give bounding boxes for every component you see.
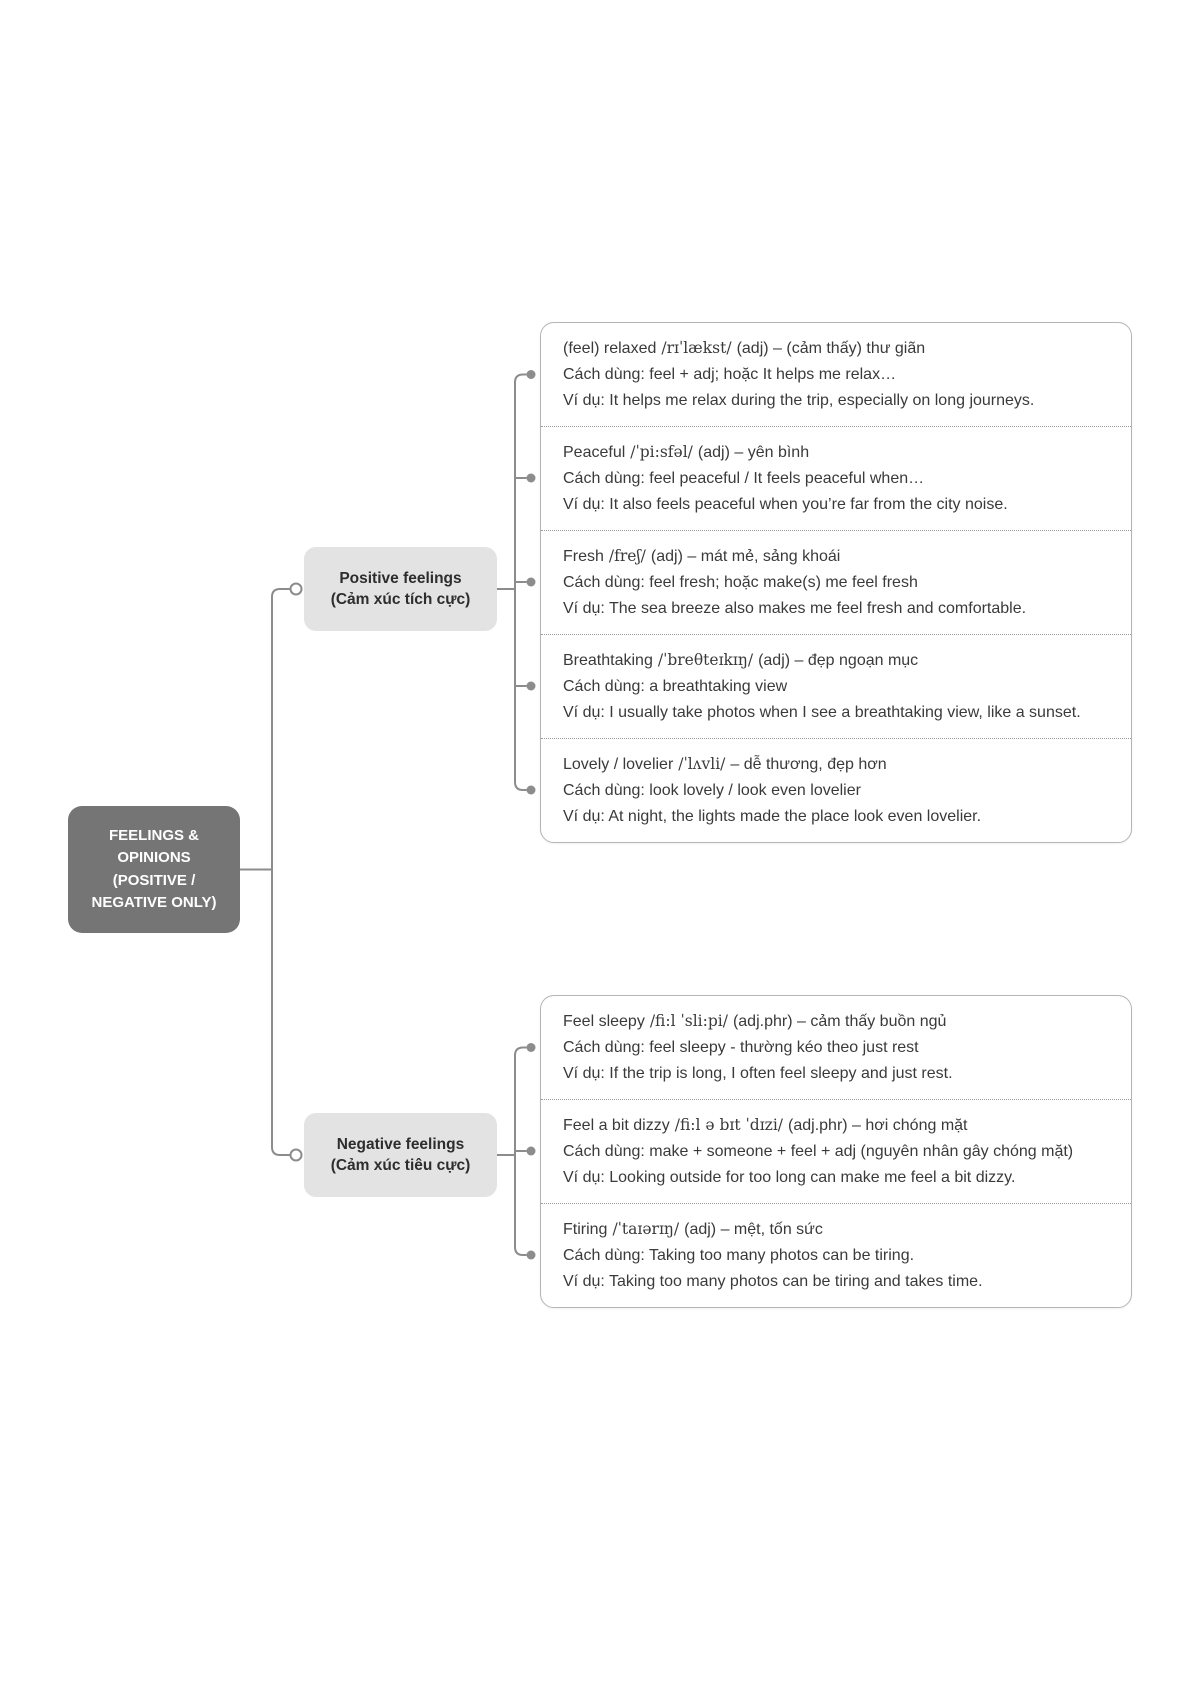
entry-phonetic: /ˈpi:sfəl/ bbox=[630, 443, 693, 461]
entry-meaning: (adj) – mát mẻ, sảng khoái bbox=[650, 548, 841, 565]
entry-meaning: (adj) – yên bình bbox=[697, 444, 810, 461]
entry-term-line: (feel) relaxed/rɪˈlækst/(adj) – (cảm thấ… bbox=[563, 335, 1115, 362]
branch-node-label: Positive feelings (Cảm xúc tích cực) bbox=[330, 569, 471, 609]
entry-term: Ftiring bbox=[563, 1221, 608, 1238]
branch-node-negative-feelings[interactable]: Negative feelings (Cảm xúc tiêu cực) bbox=[304, 1113, 497, 1197]
entry-example-line: Ví dụ: Taking too many photos can be tir… bbox=[563, 1273, 983, 1290]
root-node-label: FEELINGS & OPINIONS (POSITIVE / NEGATIVE… bbox=[91, 826, 217, 912]
entry-usage-line: Cách dùng: make + someone + feel + adj (… bbox=[563, 1143, 1074, 1160]
entry-meaning: (adj) – mệt, tốn sức bbox=[684, 1221, 823, 1238]
entry-meaning: – dễ thương, đẹp hơn bbox=[730, 756, 887, 773]
entry-term-line: Feel a bit dizzy/fi:l ə bɪt ˈdɪzi/(adj.p… bbox=[563, 1112, 1115, 1139]
entry-phonetic: /ˈlʌvli/ bbox=[678, 755, 726, 773]
entry-phonetic: /ˈbreθteɪkɪŋ/ bbox=[657, 651, 754, 669]
entry-example-line: Ví dụ: Looking outside for too long can … bbox=[563, 1169, 1016, 1186]
entry-phonetic: /fi:l ə bɪt ˈdɪzi/ bbox=[674, 1116, 784, 1134]
entry-meaning: (adj.phr) – cảm thấy buồn ngủ bbox=[732, 1013, 947, 1030]
entry-phonetic: /freʃ/ bbox=[608, 547, 646, 565]
root-node-feelings-opinions[interactable]: FEELINGS & OPINIONS (POSITIVE / NEGATIVE… bbox=[68, 806, 240, 933]
entry-example-line: Ví dụ: It helps me relax during the trip… bbox=[563, 392, 1035, 409]
entry-usage-line: Cách dùng: feel sleepy - thường kéo theo… bbox=[563, 1039, 919, 1056]
branch-node-label: Negative feelings (Cảm xúc tiêu cực) bbox=[330, 1135, 471, 1175]
entry-term: Feel a bit dizzy bbox=[563, 1117, 670, 1134]
entry-usage-line: Cách dùng: a breathtaking view bbox=[563, 678, 788, 695]
entry-usage-line: Cách dùng: feel fresh; hoặc make(s) me f… bbox=[563, 574, 918, 591]
vocab-panel-positive: (feel) relaxed/rɪˈlækst/(adj) – (cảm thấ… bbox=[540, 322, 1132, 843]
entry-term: Feel sleepy bbox=[563, 1013, 645, 1030]
entry-term-line: Ftiring/ˈtaɪərɪŋ/(adj) – mệt, tốn sức bbox=[563, 1216, 1115, 1243]
entry-meaning: (adj.phr) – hơi chóng mặt bbox=[788, 1117, 968, 1134]
branch-node-positive-feelings[interactable]: Positive feelings (Cảm xúc tích cực) bbox=[304, 547, 497, 631]
vocab-entry: (feel) relaxed/rɪˈlækst/(adj) – (cảm thấ… bbox=[541, 323, 1131, 426]
entry-usage-line: Cách dùng: look lovely / look even lovel… bbox=[563, 782, 861, 799]
entry-phonetic: /rɪˈlækst/ bbox=[661, 339, 732, 357]
entry-meaning: (adj) – đẹp ngoạn mục bbox=[758, 652, 919, 669]
entry-example-line: Ví dụ: At night, the lights made the pla… bbox=[563, 808, 982, 825]
entry-example-line: Ví dụ: The sea breeze also makes me feel… bbox=[563, 600, 1027, 617]
entry-meaning: (adj) – (cảm thấy) thư giãn bbox=[736, 340, 926, 357]
entry-term-line: Lovely / lovelier/ˈlʌvli/– dễ thương, đẹ… bbox=[563, 751, 1115, 778]
entry-term: (feel) relaxed bbox=[563, 340, 657, 357]
entry-term-line: Fresh/freʃ/(adj) – mát mẻ, sảng khoái bbox=[563, 543, 1115, 570]
entry-usage-line: Cách dùng: Taking too many photos can be… bbox=[563, 1247, 915, 1264]
entry-phonetic: /ˈtaɪərɪŋ/ bbox=[612, 1220, 680, 1238]
entry-example-line: Ví dụ: It also feels peaceful when you’r… bbox=[563, 496, 1008, 513]
entry-example-line: Ví dụ: I usually take photos when I see … bbox=[563, 704, 1081, 721]
entry-example-line: Ví dụ: If the trip is long, I often feel… bbox=[563, 1065, 953, 1082]
entry-usage-line: Cách dùng: feel + adj; hoặc It helps me … bbox=[563, 366, 897, 383]
entry-term-line: Feel sleepy/fi:l ˈsli:pi/(adj.phr) – cảm… bbox=[563, 1008, 1115, 1035]
vocab-entry: Lovely / lovelier/ˈlʌvli/– dễ thương, đẹ… bbox=[541, 738, 1131, 842]
vocab-entry: Breathtaking/ˈbreθteɪkɪŋ/(adj) – đẹp ngo… bbox=[541, 634, 1131, 738]
vocab-entry: Feel sleepy/fi:l ˈsli:pi/(adj.phr) – cảm… bbox=[541, 996, 1131, 1099]
entry-term: Peaceful bbox=[563, 444, 626, 461]
vocab-entry: Feel a bit dizzy/fi:l ə bɪt ˈdɪzi/(adj.p… bbox=[541, 1099, 1131, 1203]
entry-phonetic: /fi:l ˈsli:pi/ bbox=[649, 1012, 728, 1030]
entry-term: Lovely / lovelier bbox=[563, 756, 674, 773]
entry-term: Breathtaking bbox=[563, 652, 653, 669]
entry-term-line: Peaceful/ˈpi:sfəl/(adj) – yên bình bbox=[563, 439, 1115, 466]
vocab-panel-negative: Feel sleepy/fi:l ˈsli:pi/(adj.phr) – cảm… bbox=[540, 995, 1132, 1308]
entry-usage-line: Cách dùng: feel peaceful / It feels peac… bbox=[563, 470, 925, 487]
entry-term: Fresh bbox=[563, 548, 604, 565]
entry-term-line: Breathtaking/ˈbreθteɪkɪŋ/(adj) – đẹp ngo… bbox=[563, 647, 1115, 674]
